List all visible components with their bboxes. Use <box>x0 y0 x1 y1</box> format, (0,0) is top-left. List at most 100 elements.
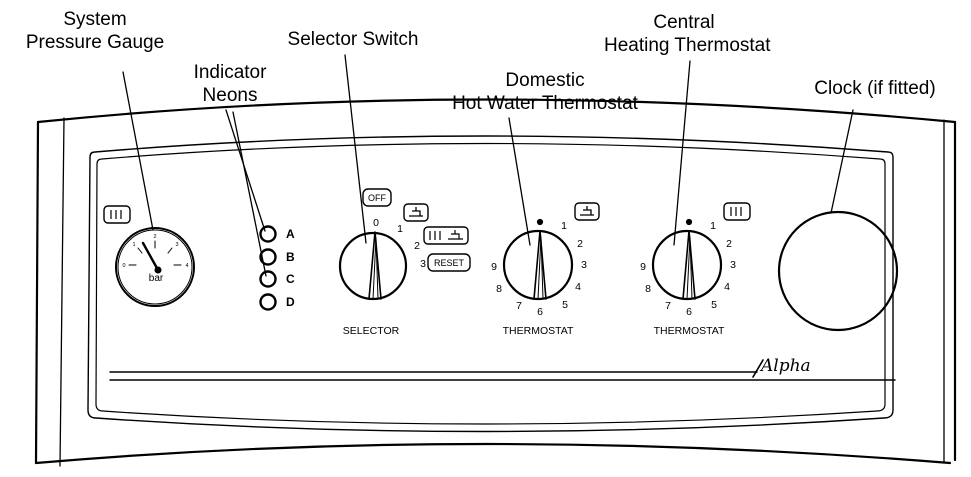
ch-scale-1: 1 <box>710 220 716 232</box>
panel-left-inner-edge <box>59 117 65 467</box>
neon-c <box>259 270 277 288</box>
callout-indicator-neons: Indicator Neons <box>170 61 290 107</box>
selector-pos-3: 3 <box>420 258 426 270</box>
panel-lower-curve <box>34 442 952 465</box>
ch-index-dot <box>685 218 693 226</box>
neon-c-label: C <box>286 272 295 286</box>
reset-button[interactable] <box>427 253 471 272</box>
ch-scale-7: 7 <box>665 300 671 312</box>
leader-dhw <box>508 117 531 246</box>
callout-ch-thermostat: Central Heating Thermostat <box>604 11 771 57</box>
leader-ch <box>673 60 691 246</box>
callout-pressure-gauge: System Pressure Gauge <box>10 8 180 54</box>
leader-neon-a <box>225 109 266 232</box>
clock[interactable] <box>777 210 899 332</box>
ch-scale-5: 5 <box>711 299 717 311</box>
callout-indicator-line1: Indicator <box>193 62 267 83</box>
callout-dhw-line1: Domestic <box>505 70 585 91</box>
callout-selector-switch: Selector Switch <box>268 28 438 51</box>
neon-a <box>259 225 277 243</box>
ch-scale-3: 3 <box>730 259 736 271</box>
ch-scale-6: 6 <box>686 306 692 318</box>
dhw-pointer <box>533 230 547 300</box>
dhw-scale-5: 5 <box>562 299 568 311</box>
leader-clock <box>830 109 854 214</box>
selector-pos-2: 2 <box>414 240 420 252</box>
callout-clock-line1: Clock (if fitted) <box>814 78 936 99</box>
selector-pointer <box>368 231 382 300</box>
dhw-tap-icon <box>580 206 594 216</box>
leader-neon-c <box>232 111 267 277</box>
dhw-thermostat-label: THERMOSTAT <box>503 325 574 337</box>
gauge-scale-4: 4 <box>185 263 188 269</box>
leader-selector <box>344 54 367 244</box>
callout-clock: Clock (if fitted) <box>790 77 960 100</box>
off-button-label: OFF <box>368 193 386 203</box>
ch-thermostat-label: THERMOSTAT <box>654 325 725 337</box>
dhw-scale-9: 9 <box>491 261 497 273</box>
fascia-frame-inner <box>95 142 886 425</box>
brand-slash <box>752 359 764 378</box>
gauge-scale-1: 1 <box>132 242 135 248</box>
dhw-scale-2: 2 <box>577 238 583 250</box>
neon-d-label: D <box>286 295 295 309</box>
ch-scale-4: 4 <box>724 281 730 293</box>
leader-pressure-gauge <box>122 71 154 231</box>
gauge-needle-hub <box>154 266 162 274</box>
gauge-tick-3 <box>167 247 173 254</box>
gauge-radiator-badge <box>103 205 131 224</box>
ch-radiator-badge <box>723 202 751 221</box>
gauge-tick-1 <box>137 247 143 254</box>
selector-pointer-inner <box>372 237 379 300</box>
dhw-scale-3: 3 <box>581 259 587 271</box>
combo-icon <box>429 230 463 240</box>
gauge-scale-3: 3 <box>175 242 178 248</box>
dhw-scale-4: 4 <box>575 281 581 293</box>
brand-logo: Alpha <box>759 356 811 376</box>
ch-scale-8: 8 <box>645 283 651 295</box>
ch-pointer <box>682 230 696 300</box>
selector-pos-0: 0 <box>373 217 379 229</box>
gauge-scale-0: 0 <box>122 263 125 269</box>
dhw-pointer-inner <box>537 236 544 300</box>
pressure-gauge-inner <box>117 229 193 305</box>
callout-dhw-thermostat: Domestic Hot Water Thermostat <box>450 69 640 115</box>
dhw-scale-6: 6 <box>537 306 543 318</box>
dhw-scale-7: 7 <box>516 300 522 312</box>
ch-radiator-icon <box>730 207 742 216</box>
dhw-index-dot <box>536 218 544 226</box>
callout-dhw-line2: Hot Water Thermostat <box>452 93 638 114</box>
radiator-icon <box>110 210 122 219</box>
neon-a-label: A <box>286 227 295 241</box>
callout-pressure-gauge-line2: Pressure Gauge <box>25 32 165 53</box>
selector-combo-badge <box>423 226 469 245</box>
fascia-frame-outer <box>87 135 894 433</box>
dhw-tap-badge <box>574 202 600 221</box>
callout-pressure-gauge-line1: System <box>63 9 127 30</box>
off-button[interactable] <box>362 188 392 207</box>
selector-label: SELECTOR <box>343 325 400 337</box>
gauge-unit-label: bar <box>149 273 164 284</box>
dhw-scale-8: 8 <box>496 283 502 295</box>
pressure-gauge <box>115 227 195 307</box>
dhw-scale-1: 1 <box>561 220 567 232</box>
ch-scale-9: 9 <box>640 261 646 273</box>
callout-ch-line2: Heating Thermostat <box>604 35 771 56</box>
panel-left-edge <box>34 120 40 465</box>
callout-ch-line1: Central <box>653 12 715 33</box>
callout-selector-line1: Selector Switch <box>287 29 419 50</box>
callout-indicator-line2: Neons <box>202 85 258 106</box>
ch-pointer-inner <box>686 236 693 300</box>
gauge-needle <box>141 241 160 272</box>
neon-d <box>259 293 277 311</box>
neon-b <box>259 248 277 266</box>
gauge-scale-2: 2 <box>153 234 156 240</box>
panel-outer-curve <box>36 98 957 124</box>
hot-water-tap-icon <box>409 207 423 217</box>
reset-button-label: RESET <box>434 258 465 268</box>
selector-tap-badge <box>403 203 429 222</box>
selector-pos-1: 1 <box>397 223 403 235</box>
neon-b-label: B <box>286 250 295 264</box>
ch-scale-2: 2 <box>726 238 732 250</box>
